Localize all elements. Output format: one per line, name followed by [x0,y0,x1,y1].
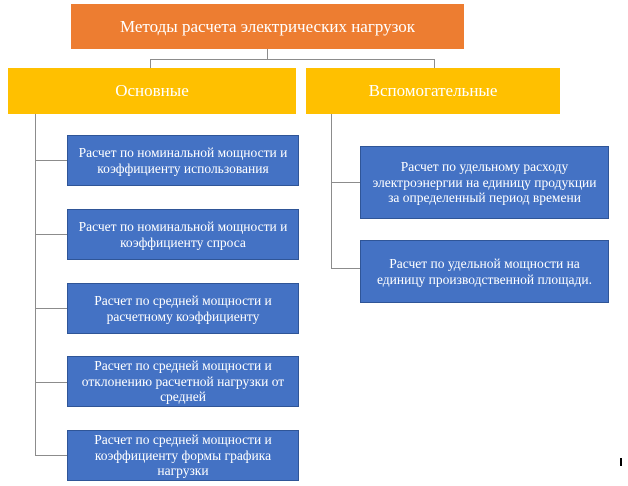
root-node: Методы расчета электрических нагрузок [71,4,464,49]
category-auxiliary: Вспомогательные [306,68,560,114]
main-branch-tick-3 [35,308,67,309]
main-branch-tick-5 [35,455,67,456]
edge-mark [620,458,622,466]
method-label: Расчет по удельному расходу электроэнерг… [372,159,597,206]
aux-branch-tick-2 [331,268,360,269]
main-branch-tick-2 [35,234,67,235]
method-box: Расчет по средней мощности и расчетному … [67,283,299,334]
method-box: Расчет по средней мощности и коэффициент… [67,430,299,481]
connector-root-stem [267,49,268,59]
category-auxiliary-label: Вспомогательные [368,81,498,101]
method-label: Расчет по номинальной мощности и коэффиц… [78,218,288,250]
method-label: Расчет по удельной мощности на единицу п… [376,255,593,287]
main-branch-tick-4 [35,382,67,383]
category-main-label: Основные [115,81,189,101]
method-label: Расчет по средней мощности и расчетному … [94,292,272,324]
main-branch-tick-1 [35,160,67,161]
method-label: Расчет по средней мощности и коэффициент… [94,432,272,479]
connector-to-main [150,59,151,68]
aux-branch-spine [331,114,332,269]
method-box: Расчет по номинальной мощности и коэффиц… [67,135,299,186]
root-label: Методы расчета электрических нагрузок [120,16,415,36]
category-main: Основные [8,68,296,114]
main-branch-spine [35,114,36,456]
method-box: Расчет по удельному расходу электроэнерг… [360,146,609,219]
connector-to-aux [434,59,435,68]
method-label: Расчет по номинальной мощности и коэффиц… [78,144,288,176]
method-box: Расчет по средней мощности и отклонению … [67,356,299,407]
method-label: Расчет по средней мощности и отклонению … [81,358,285,405]
aux-branch-tick-1 [331,182,360,183]
method-box: Расчет по удельной мощности на единицу п… [360,240,609,303]
connector-root-to-categories [150,59,435,60]
method-box: Расчет по номинальной мощности и коэффиц… [67,209,299,260]
